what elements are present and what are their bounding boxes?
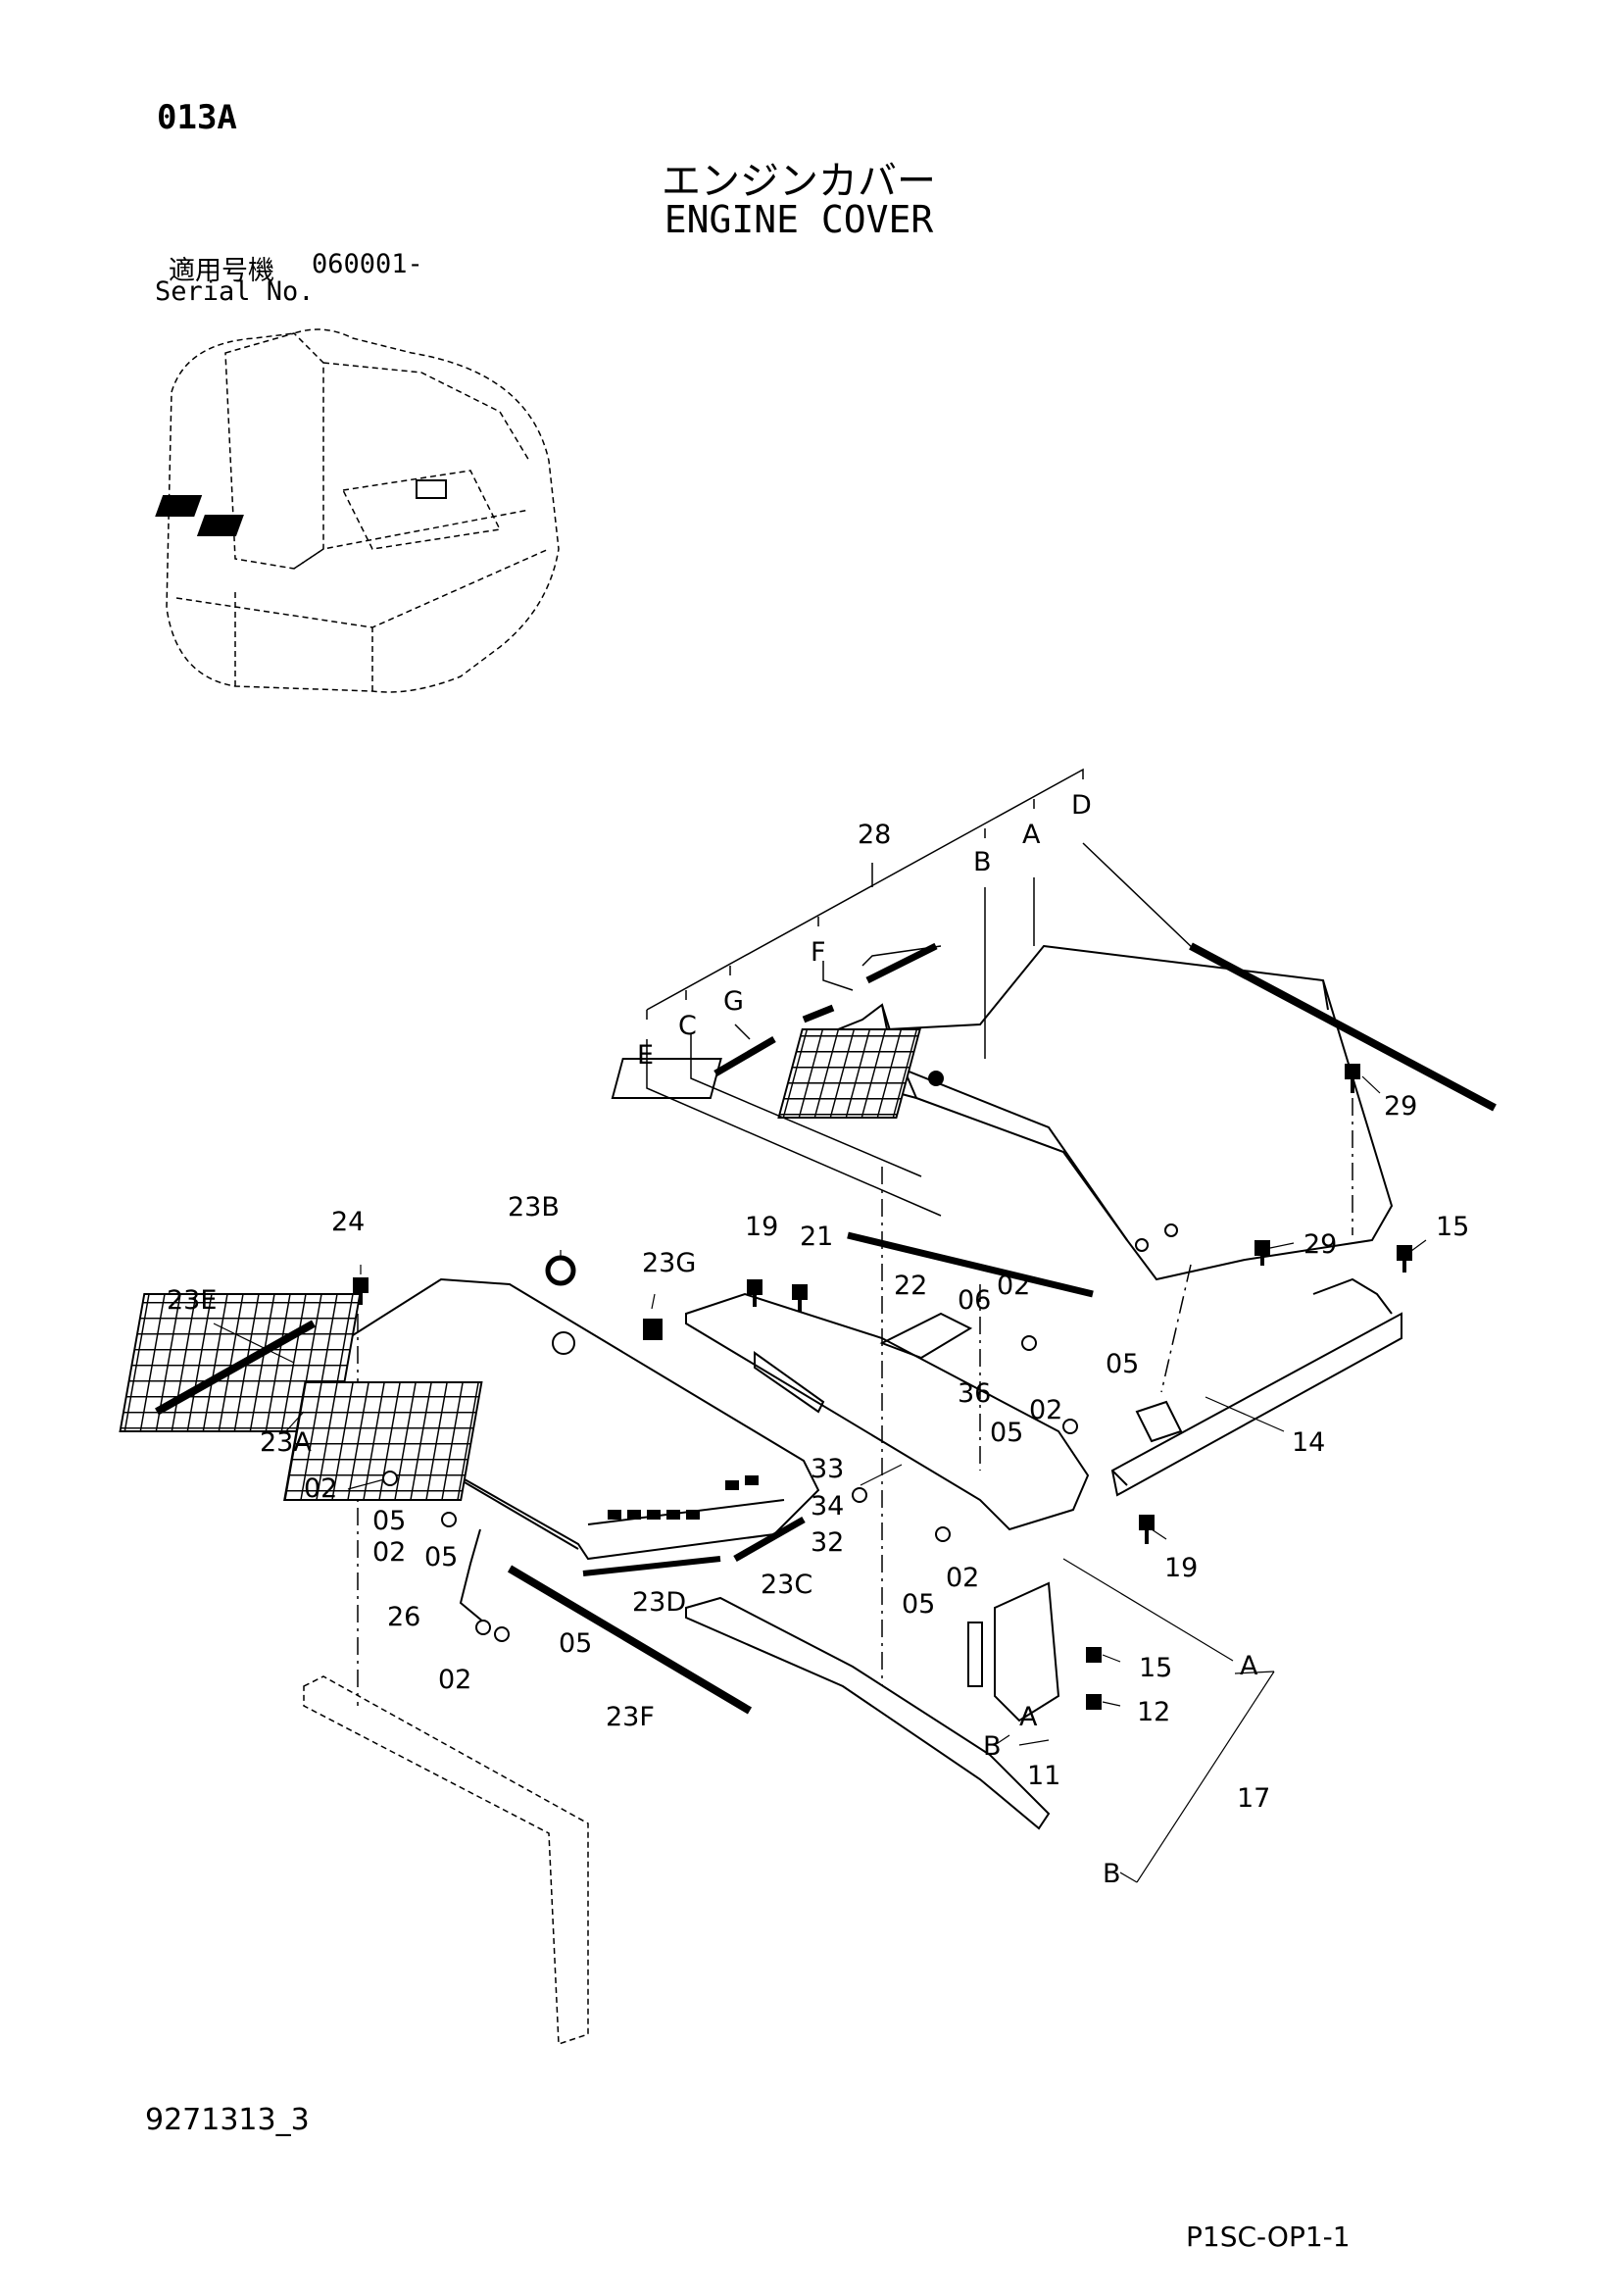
left-cover-slots	[608, 1475, 759, 1520]
callout-23G: 23G	[642, 1248, 696, 1278]
leader-lines	[213, 1075, 1427, 1883]
callout-12: 12	[1137, 1697, 1170, 1727]
callout-02f: 02	[438, 1665, 471, 1695]
callout-02a: 02	[997, 1271, 1030, 1301]
callout-32: 32	[811, 1527, 844, 1558]
serial-label-japanese: 適用号機	[169, 256, 274, 286]
callout-05c: 05	[372, 1506, 406, 1536]
sheet-code: P1SC-OP1-1	[1186, 2221, 1351, 2253]
serial-value: 060001-	[312, 249, 423, 279]
upper-cover-hole	[1164, 1223, 1178, 1237]
callout-02b: 02	[1029, 1395, 1062, 1425]
rod-26	[459, 1528, 491, 1628]
callout-B-low: B	[983, 1731, 1002, 1762]
callout-B-bot: B	[1103, 1859, 1121, 1889]
upper-cover-hole	[928, 1071, 944, 1086]
support-frame	[303, 1675, 589, 2046]
hinge-rail-14	[1110, 1277, 1402, 1497]
callout-02d: 02	[372, 1537, 406, 1568]
callout-E: E	[637, 1040, 654, 1071]
callout-22: 22	[894, 1271, 927, 1301]
seal-strips-upper	[713, 942, 1497, 1298]
callout-29b: 29	[1303, 1229, 1337, 1260]
washers	[382, 1335, 1078, 1642]
callout-06: 06	[958, 1285, 991, 1316]
middle-frame	[685, 1292, 1090, 1531]
callout-23A: 23A	[260, 1427, 312, 1458]
callout-34: 34	[811, 1491, 844, 1522]
key-map-highlight	[155, 479, 447, 536]
seal-strips-lower	[155, 1320, 806, 1715]
title-japanese: エンジンカバー	[662, 159, 936, 204]
upper-cover-grille	[777, 1028, 921, 1119]
callout-F: F	[811, 937, 826, 968]
callout-14: 14	[1292, 1427, 1325, 1458]
callout-11: 11	[1027, 1761, 1060, 1791]
callout-C: C	[678, 1011, 697, 1041]
callout-A-mid: A	[1240, 1651, 1258, 1681]
callout-19a: 19	[745, 1212, 778, 1242]
callout-24: 24	[331, 1207, 365, 1237]
callout-05e: 05	[902, 1589, 935, 1620]
callout-26: 26	[387, 1602, 420, 1632]
left-cover-hole	[552, 1331, 575, 1355]
callout-G: G	[723, 986, 744, 1017]
callout-02c: 02	[304, 1473, 337, 1504]
callout-17: 17	[1237, 1783, 1270, 1814]
callout-A-low: A	[1019, 1702, 1038, 1732]
callout-29a: 29	[1384, 1091, 1417, 1122]
callout-B-top: B	[973, 847, 992, 877]
latch-23G	[643, 1319, 663, 1340]
document-number: 9271313_3	[145, 2103, 310, 2137]
callout-19b: 19	[1164, 1553, 1198, 1583]
callout-A-top: A	[1022, 820, 1041, 850]
callout-36: 36	[958, 1378, 991, 1409]
callout-23B: 23B	[508, 1192, 560, 1223]
callout-05d: 05	[424, 1542, 458, 1572]
callout-15b: 15	[1139, 1653, 1172, 1683]
vertical-guide-lines	[357, 1098, 1353, 1706]
callout-33: 33	[811, 1454, 844, 1484]
upper-cover-hole	[1135, 1238, 1149, 1252]
left-cover-grille-2	[283, 1381, 483, 1501]
bracket-11	[967, 1581, 1060, 1722]
callout-05f: 05	[559, 1628, 592, 1659]
serial-label-english: Serial No.	[155, 276, 315, 307]
callout-23F: 23F	[606, 1702, 655, 1732]
callout-D-top: D	[1071, 790, 1092, 821]
callout-bracket-28	[646, 768, 1197, 1217]
callout-23D: 23D	[632, 1587, 686, 1618]
callout-23E: 23E	[167, 1285, 217, 1316]
callout-28: 28	[858, 820, 891, 850]
key-map-machine-outline	[166, 328, 560, 693]
callout-05b: 05	[990, 1418, 1023, 1448]
grommet-23B	[545, 1255, 576, 1286]
page-code: 013A	[157, 98, 237, 137]
lower-frame-bar	[685, 1596, 1051, 1830]
callout-23C: 23C	[761, 1570, 812, 1600]
hardware-bolts	[353, 1064, 1412, 1710]
callout-21: 21	[800, 1222, 833, 1252]
callout-05a: 05	[1106, 1349, 1139, 1379]
callout-02e: 02	[946, 1563, 979, 1593]
title-english: ENGINE COVER	[664, 198, 934, 241]
callout-labels: 28 B A D F G C E 29 29 15 24 23B 23G 19 …	[167, 790, 1469, 1889]
callout-15a: 15	[1436, 1212, 1469, 1242]
